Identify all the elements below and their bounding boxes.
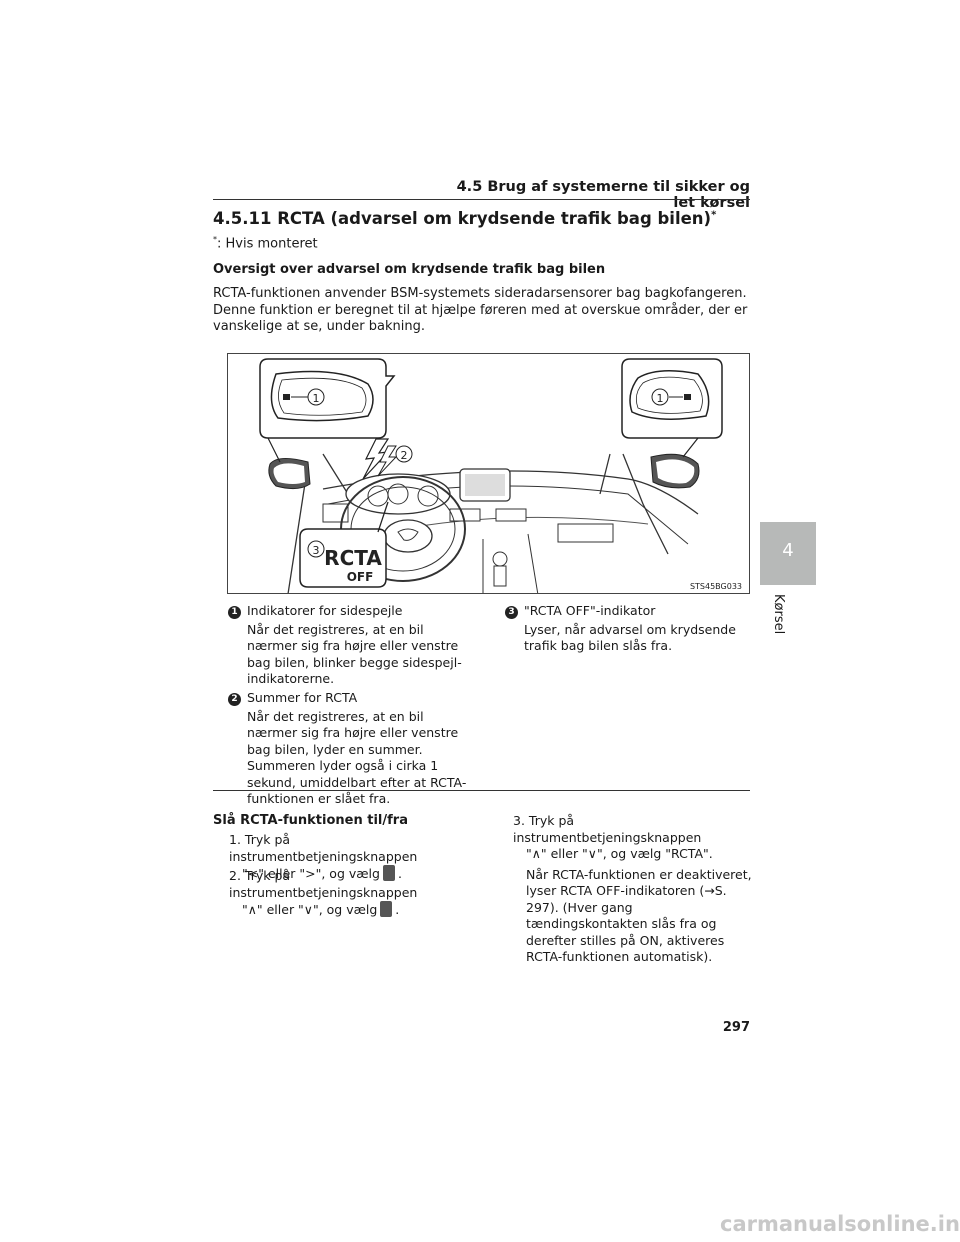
callout-2: 2 <box>401 449 408 462</box>
footnote-mark: * <box>213 235 217 244</box>
procedure-step-2: 2. Tryk på instrumentbetjeningsknappen "… <box>229 868 479 919</box>
chapter-label: Kørsel <box>770 594 786 634</box>
running-header: 4.5 Brug af systemerne til sikker og let… <box>456 179 750 211</box>
rcta-label: RCTA <box>324 546 382 570</box>
figure-code: STS45BG033 <box>690 582 742 591</box>
legend-item-1-title: Indikatorer for sidespejle <box>247 603 403 618</box>
step-2-line-1: 2. Tryk på instrumentbetjeningsknappen <box>229 868 418 900</box>
callout-1-right: 1 <box>657 392 664 405</box>
driver-assist-icon <box>380 901 393 917</box>
legend-number-3: 3 <box>505 606 518 619</box>
legend-item-3-title: "RCTA OFF"-indikator <box>524 603 656 618</box>
section-title-mark: * <box>711 209 717 221</box>
legend-item-3-body: Lyser, når advarsel om krydsende trafik … <box>524 621 736 654</box>
overview-body: RCTA-funktionen anvender BSM-systemets s… <box>213 286 748 334</box>
procedure-step-3: 3. Tryk på instrumentbetjeningsknappen "… <box>513 813 758 966</box>
callout-1-left: 1 <box>313 392 320 405</box>
overview-heading: Oversigt over advarsel om krydsende traf… <box>213 262 606 277</box>
legend-item-3: 3 "RCTA OFF"-indikator Lyser, når advarse… <box>505 603 750 655</box>
step-3-note: Når RCTA-funktionen er deaktiveret, lyse… <box>526 866 752 965</box>
watermark: carmanualsonline.info <box>720 1212 960 1236</box>
dashboard-illustration: 1 1 2 3 RCTA OFF STS45BG033 <box>259 358 742 593</box>
chapter-number: 4 <box>782 540 794 561</box>
callout-3: 3 <box>313 544 320 557</box>
legend-divider <box>213 790 750 791</box>
step-3-line-2: "∧" eller "∨", og vælg "RCTA". <box>526 846 713 861</box>
section-title-text: 4.5.11 RCTA (advarsel om krydsende trafi… <box>213 209 712 228</box>
step-3-line-1: 3. Tryk på instrumentbetjeningsknappen <box>513 813 702 845</box>
legend-item-2: 2 Summer for RCTA Når det registreres, at… <box>228 690 473 808</box>
footnote-text: : Hvis monteret <box>217 236 318 252</box>
legend-item-2-title: Summer for RCTA <box>247 690 358 705</box>
step-2-line-2: "∧" eller "∨", og vælg <box>242 902 378 917</box>
legend-number-1: 1 <box>228 606 241 619</box>
step-2-period: . <box>395 902 400 917</box>
chapter-label-text: Kørsel <box>771 594 786 635</box>
off-label: OFF <box>347 570 374 584</box>
legend-number-2: 2 <box>228 693 241 706</box>
section-title: 4.5.11 RCTA (advarsel om krydsende trafi… <box>213 209 716 228</box>
dashboard-figure: 1 1 2 3 RCTA OFF STS45BG033 <box>227 353 750 594</box>
step-1-line-2: "<" eller ">", og vælg <box>242 866 380 881</box>
header-divider <box>213 199 750 200</box>
settings-gear-icon <box>382 865 395 881</box>
step-1-period: . <box>397 866 402 881</box>
legend-item-1: 1 Indikatorer for sidespejle Når det regi… <box>228 603 473 688</box>
footnote: *: Hvis monteret <box>213 235 318 251</box>
page-number: 297 <box>722 1020 750 1035</box>
chapter-tab <box>760 522 816 585</box>
procedure-step-1: 1. Tryk på instrumentbetjeningsknappen "… <box>229 832 479 883</box>
legend-item-2-body: Når det registreres, at en bil nærmer si… <box>247 708 467 807</box>
step-1-line-1: 1. Tryk på instrumentbetjeningsknappen <box>229 832 418 864</box>
procedure-heading: Slå RCTA-funktionen til/fra <box>213 813 408 828</box>
legend-item-1-body: Når det registreres, at en bil nærmer si… <box>247 621 462 687</box>
